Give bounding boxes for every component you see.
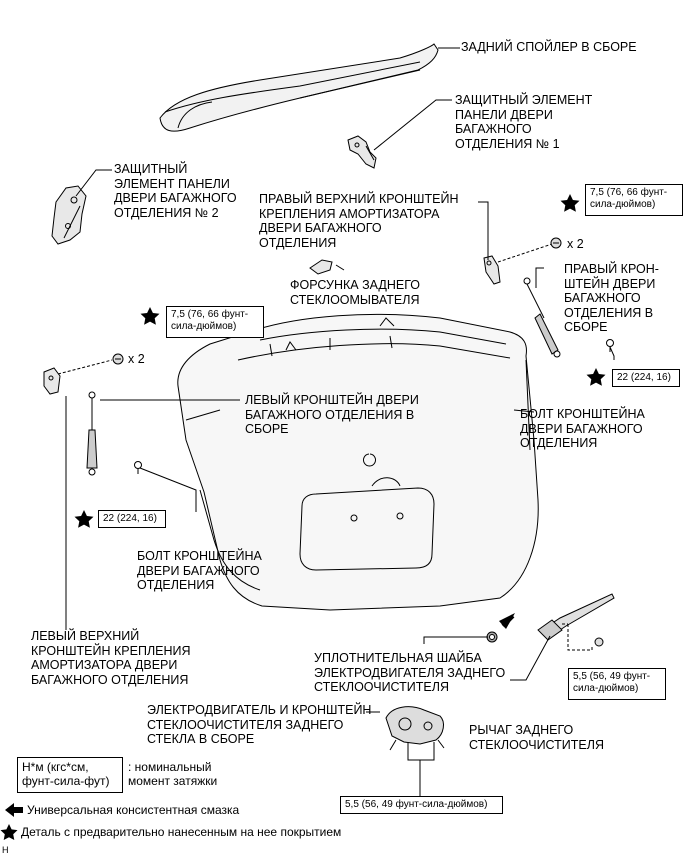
rh-upper-bracket-drawing bbox=[483, 243, 553, 285]
legend-torque-desc: : номинальный момент затяжки bbox=[128, 760, 218, 788]
rear-washer-nozzle-drawing bbox=[309, 259, 333, 275]
precoat-star-icon bbox=[140, 307, 160, 325]
wiper-arm-nut-drawing bbox=[562, 623, 604, 651]
precoat-star-icon bbox=[0, 824, 18, 840]
back-door-drawing bbox=[177, 313, 539, 611]
rh-bolt-quantity: x 2 bbox=[567, 237, 584, 251]
legend-torque-unit-box: Н*м (кгс*см, фунт-сила-фут) bbox=[17, 757, 123, 793]
rh-stay-bolt-label: БОЛТ КРОНШТЕЙНА ДВЕРИ БАГАЖНОГО ОТДЕЛЕНИ… bbox=[520, 407, 645, 450]
trim-protector-2-drawing bbox=[51, 185, 87, 245]
rh-damper-stay-drawing bbox=[523, 277, 561, 358]
grease-arrow-icon bbox=[499, 613, 515, 629]
precoat-star-icon bbox=[560, 194, 580, 212]
rh-bracket-torque-box: 7,5 (76, 66 фунт- сила-дюймов) bbox=[585, 184, 683, 216]
lh-bolt-quantity: x 2 bbox=[128, 352, 145, 366]
lh-bracket-bolt-drawing bbox=[112, 353, 124, 365]
corner-mark: H bbox=[2, 845, 9, 855]
wiper-arm-torque-box: 5,5 (56, 49 фунт- сила-дюймов) bbox=[568, 668, 666, 700]
rh-bolt-torque-box: 22 (224, 16) bbox=[612, 369, 680, 387]
lh-damper-stay-drawing bbox=[86, 391, 98, 476]
lh-stay-bolt-drawing bbox=[134, 461, 142, 474]
lh-upper-bracket-label: ЛЕВЫЙ ВЕРХНИЙ КРОНШТЕЙН КРЕПЛЕНИЯ АМОРТИ… bbox=[31, 629, 191, 687]
lh-damper-stay-label: ЛЕВЫЙ КРОНШТЕЙН ДВЕРИ БАГАЖНОГО ОТДЕЛЕНИ… bbox=[245, 393, 419, 436]
lh-bolt-torque-box: 22 (224, 16) bbox=[98, 510, 166, 528]
legend-precoated-text: Деталь с предварительно нанесенным на не… bbox=[21, 825, 342, 839]
rear-wiper-arm-drawing bbox=[537, 593, 615, 641]
rh-upper-bracket-label: ПРАВЫЙ ВЕРХНИЙ КРОНШТЕЙН КРЕПЛЕНИЯ АМОРТ… bbox=[259, 192, 459, 250]
lh-upper-bracket-drawing bbox=[43, 359, 113, 395]
legend-grease-arrow-icon bbox=[5, 803, 23, 817]
rh-bracket-bolt-drawing bbox=[550, 237, 562, 249]
lh-stay-bolt-label: БОЛТ КРОНШТЕЙНА ДВЕРИ БАГАЖНОГО ОТДЕЛЕНИ… bbox=[137, 549, 262, 592]
precoat-star-icon bbox=[74, 510, 94, 528]
wiper-arm-label: РЫЧАГ ЗАДНЕГО СТЕКЛООЧИСТИТЕЛЯ bbox=[469, 723, 604, 752]
rear-washer-nozzle-label: ФОРСУНКА ЗАДНЕГО СТЕКЛООМЫВАТЕЛЯ bbox=[290, 278, 421, 307]
rear-wiper-motor-drawing bbox=[385, 706, 445, 751]
wiper-motor-label: ЭЛЕКТРОДВИГАТЕЛЬ И КРОНШТЕЙН СТЕКЛООЧИСТ… bbox=[147, 703, 372, 746]
rear-spoiler-drawing bbox=[159, 43, 439, 132]
trim-protector-2-label: ЗАЩИТНЫЙ ЭЛЕМЕНТ ПАНЕЛИ ДВЕРИ БАГАЖНОГО … bbox=[114, 162, 237, 220]
lh-bracket-torque-box: 7,5 (76, 66 фунт- сила-дюймов) bbox=[166, 306, 264, 338]
wiper-motor-grommet-drawing bbox=[486, 631, 498, 643]
wiper-motor-grommet-label: УПЛОТНИТЕЛЬНАЯ ШАЙБА ЭЛЕКТРОДВИГАТЕЛЯ ЗА… bbox=[314, 651, 506, 694]
trim-protector-1-label: ЗАЩИТНЫЙ ЭЛЕМЕНТ ПАНЕЛИ ДВЕРИ БАГАЖНОГО … bbox=[455, 93, 593, 151]
precoat-star-icon bbox=[586, 368, 606, 386]
wiper-motor-torque-box: 5,5 (56, 49 фунт-сила-дюймов) bbox=[340, 796, 503, 814]
rh-stay-bolt-drawing bbox=[606, 339, 614, 352]
leader-lines bbox=[65, 47, 615, 796]
rh-damper-stay-label: ПРАВЫЙ КРОН- ШТЕЙН ДВЕРИ БАГАЖНОГО ОТДЕЛ… bbox=[564, 262, 659, 334]
legend-grease-text: Универсальная консистентная смазка bbox=[27, 803, 240, 817]
trim-protector-1-drawing bbox=[347, 135, 377, 169]
rear-spoiler-label: ЗАДНИЙ СПОЙЛЕР В СБОРЕ bbox=[461, 40, 637, 54]
